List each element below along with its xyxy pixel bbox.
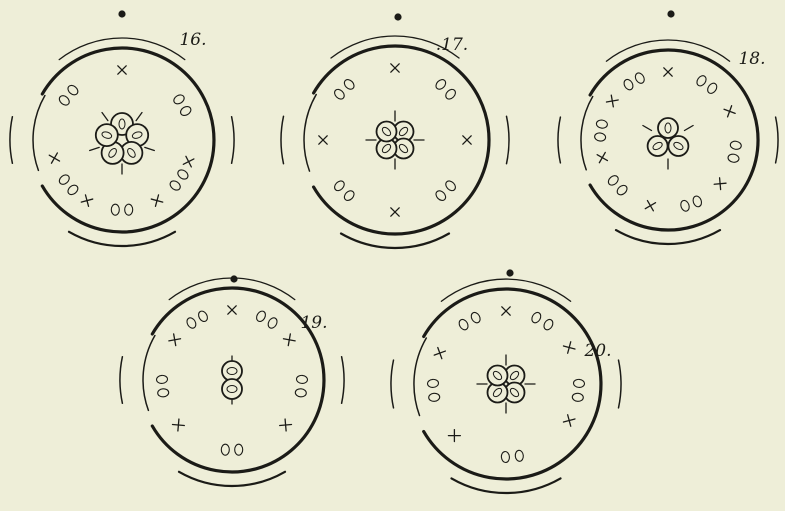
bract-arc-left xyxy=(120,357,122,404)
bract-arc-right xyxy=(232,117,234,164)
floral-diagram-4: 19. xyxy=(120,275,344,486)
bract-arc-bottom xyxy=(179,472,285,486)
bract-arc-right xyxy=(342,357,344,404)
floral-diagram-5: 20. xyxy=(391,269,621,493)
stamen-cross xyxy=(664,68,672,76)
bract-arc-left xyxy=(558,117,560,163)
stamen-anther-pair xyxy=(111,204,132,215)
stamen-anther-pair xyxy=(679,195,703,212)
stamen-cross xyxy=(283,334,295,346)
bract-arc-bottom xyxy=(341,234,449,248)
stamen-anther-pair xyxy=(434,78,457,101)
stamen-anther-pair xyxy=(622,71,646,91)
stamen-cross xyxy=(563,415,574,426)
figure-number: 18. xyxy=(738,49,765,69)
stamen-anther-pair xyxy=(572,379,585,402)
ovary xyxy=(222,356,242,404)
stamen-cross xyxy=(81,195,92,206)
perianth-inner-arc xyxy=(414,338,426,416)
axis-dot xyxy=(230,275,237,282)
stamen-cross xyxy=(172,419,184,431)
bract-arc-bottom xyxy=(616,230,720,244)
stamen-anther-pair xyxy=(255,310,279,330)
bract-arc-left xyxy=(391,360,394,408)
stamen-cross xyxy=(463,136,471,144)
stamen-cross xyxy=(49,153,59,163)
stamen-anther-pair xyxy=(607,174,629,197)
stamen-anther-pair xyxy=(333,179,356,202)
ovary xyxy=(477,355,535,413)
stamen-anther-pair xyxy=(58,84,80,107)
ovary xyxy=(643,118,693,169)
figure-number: .17. xyxy=(436,35,468,55)
stamen-cross xyxy=(434,348,445,359)
axis-dot xyxy=(394,13,401,20)
axis-dot xyxy=(667,10,674,17)
stamen-cross xyxy=(448,430,460,442)
stamen-anther-pair xyxy=(434,179,457,202)
axis-dot xyxy=(118,10,125,17)
ovary xyxy=(366,111,424,169)
stamen-anther-pair xyxy=(333,78,356,101)
stamen-cross xyxy=(502,307,510,315)
stamen-anther-pair xyxy=(168,168,189,192)
bract-arc-right xyxy=(507,116,509,163)
stamen-anther-pair xyxy=(530,311,555,332)
stamen-anther-pair xyxy=(185,310,209,330)
stamen-cross xyxy=(606,95,618,107)
stamen-anther-pair xyxy=(427,379,440,402)
stamen-anther-pair xyxy=(695,74,719,95)
stamen-anther-pair xyxy=(172,93,192,117)
stamen-cross xyxy=(724,106,735,117)
stamen-cross xyxy=(597,152,607,162)
stamen-cross xyxy=(645,201,655,211)
ovary xyxy=(90,113,155,175)
stamen-cross xyxy=(714,178,726,190)
floral-diagram-1: 16. xyxy=(10,10,234,246)
bract-arc-right xyxy=(776,117,778,163)
stamen-cross xyxy=(183,156,194,167)
bract-arc-bottom xyxy=(69,232,175,246)
figure-number: 16. xyxy=(179,30,206,50)
stamen-cross xyxy=(228,306,236,314)
stamen-anther-pair xyxy=(501,450,524,463)
perianth-inner-arc xyxy=(33,96,45,171)
stamen-anther-pair xyxy=(727,140,742,163)
stamen-cross xyxy=(280,419,292,431)
floral-diagram-2: .17. xyxy=(281,13,509,248)
stamen-anther-pair xyxy=(594,119,608,141)
stamen-cross xyxy=(319,136,327,144)
stamen-anther-pair xyxy=(295,375,308,397)
floral-diagram-3: 18. xyxy=(558,10,778,244)
axis-dot xyxy=(506,269,513,276)
stamen-cross xyxy=(391,64,399,72)
stamen-anther-pair xyxy=(221,444,242,455)
stamen-cross xyxy=(169,334,181,346)
perianth-inner-arc xyxy=(581,97,593,170)
perianth-inner-arc xyxy=(304,95,316,172)
stamen-anther-pair xyxy=(156,375,169,397)
stamen-anther-pair xyxy=(58,173,80,196)
stamen-cross xyxy=(391,208,399,216)
stamen-cross xyxy=(118,66,126,74)
stamen-cross xyxy=(151,195,162,206)
stamen-cross xyxy=(563,342,574,353)
bract-arc-left xyxy=(10,117,12,164)
bract-arc-right xyxy=(619,360,622,408)
perianth-inner-arc xyxy=(143,336,155,411)
bract-arc-left xyxy=(281,116,283,163)
stamen-anther-pair xyxy=(457,311,482,332)
